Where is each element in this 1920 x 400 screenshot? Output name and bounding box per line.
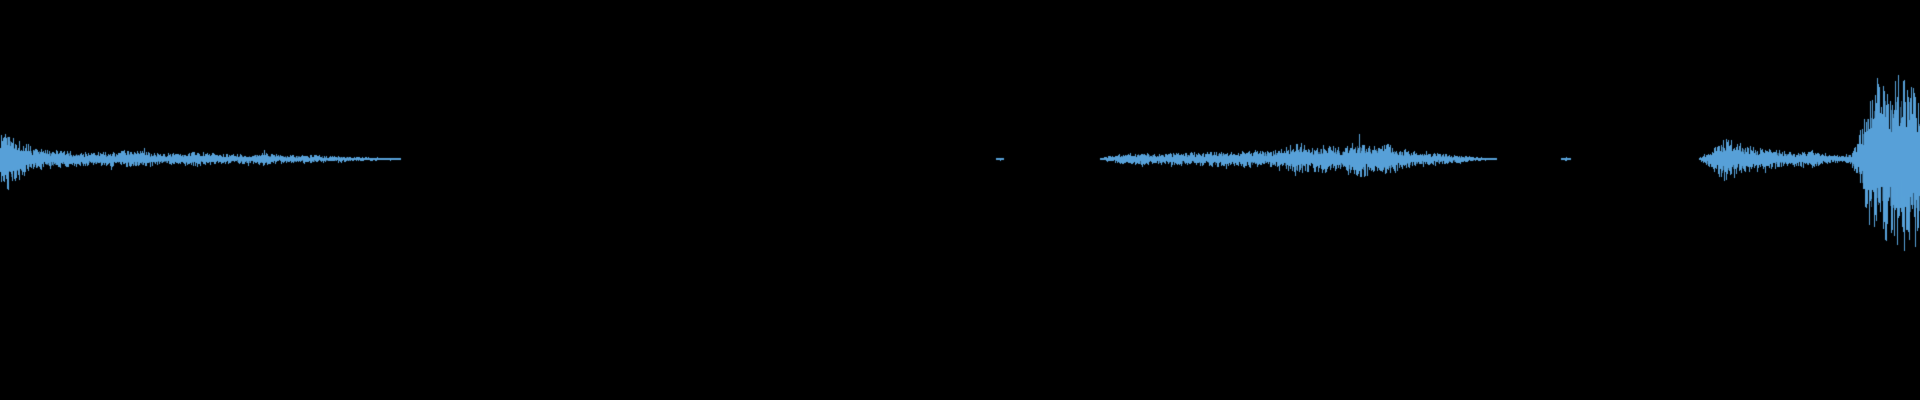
audio-waveform-canvas[interactable] xyxy=(0,0,1920,400)
waveform-panel xyxy=(0,0,1920,400)
